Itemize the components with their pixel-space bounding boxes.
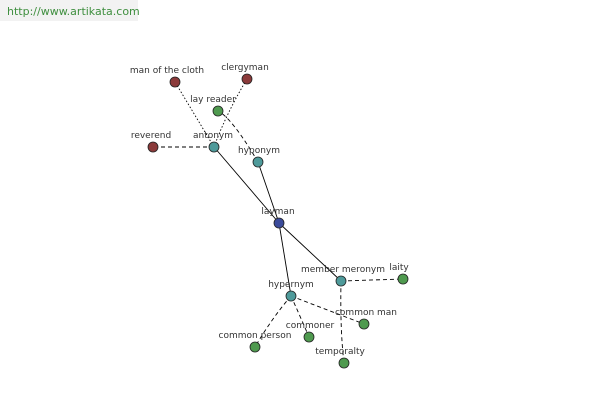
node-man-of-the-cloth[interactable] <box>169 76 181 88</box>
node-label-hyponym[interactable]: hyponym <box>238 146 280 156</box>
node-label-lay-reader[interactable]: lay reader <box>190 95 236 105</box>
node-label-antonym[interactable]: antonym <box>193 131 233 141</box>
nodes-layer <box>147 73 409 369</box>
labels-layer: layman antonym hyponym member meronym hypern… <box>130 63 409 357</box>
node-antonym[interactable] <box>208 141 220 153</box>
edge-hyponym-to-lay-reader <box>217 110 259 163</box>
edge-hypernym-to-common-person <box>254 295 292 348</box>
node-label-common-person[interactable]: common person <box>219 331 292 341</box>
node-label-common-man[interactable]: common man <box>335 308 397 318</box>
edge-antonym-to-man-of-the-cloth <box>174 81 215 148</box>
node-clergyman[interactable] <box>241 73 253 85</box>
node-label-member-meronym[interactable]: member meronym <box>301 265 385 275</box>
edge-member-meronym-to-temporalty <box>340 280 345 364</box>
edge-layman-to-hypernym <box>278 222 292 297</box>
edge-member-meronym-to-laity <box>340 278 404 282</box>
edge-antonym-to-clergyman <box>213 78 248 148</box>
node-layman[interactable] <box>273 217 285 229</box>
node-label-hypernym[interactable]: hypernym <box>268 280 314 290</box>
node-common-man[interactable] <box>358 318 370 330</box>
edge-layman-to-member-meronym <box>278 222 342 282</box>
node-label-commoner[interactable]: commoner <box>286 321 335 331</box>
edge-hypernym-to-common-man <box>290 295 365 325</box>
node-label-temporalty[interactable]: temporalty <box>315 347 365 357</box>
node-member-meronym[interactable] <box>335 275 347 287</box>
node-laity[interactable] <box>397 273 409 285</box>
node-temporalty[interactable] <box>338 357 350 369</box>
node-reverend[interactable] <box>147 141 159 153</box>
node-label-reverend[interactable]: reverend <box>131 131 171 141</box>
node-label-clergyman[interactable]: clergyman <box>221 63 269 73</box>
node-lay-reader[interactable] <box>212 105 224 117</box>
edge-layman-to-antonym <box>213 146 280 224</box>
edge-layman-to-hyponym <box>257 161 280 224</box>
node-commoner[interactable] <box>303 331 315 343</box>
edges-layer <box>153 78 404 364</box>
node-hypernym[interactable] <box>285 290 297 302</box>
node-label-laity[interactable]: laity <box>389 263 409 273</box>
url-bar: http://www.artikata.com <box>0 0 140 21</box>
node-label-man-of-the-cloth[interactable]: man of the cloth <box>130 66 204 76</box>
site-url[interactable]: http://www.artikata.com <box>7 5 140 18</box>
node-hyponym[interactable] <box>252 156 264 168</box>
node-label-layman[interactable]: layman <box>261 207 294 217</box>
node-common-person[interactable] <box>249 341 261 353</box>
